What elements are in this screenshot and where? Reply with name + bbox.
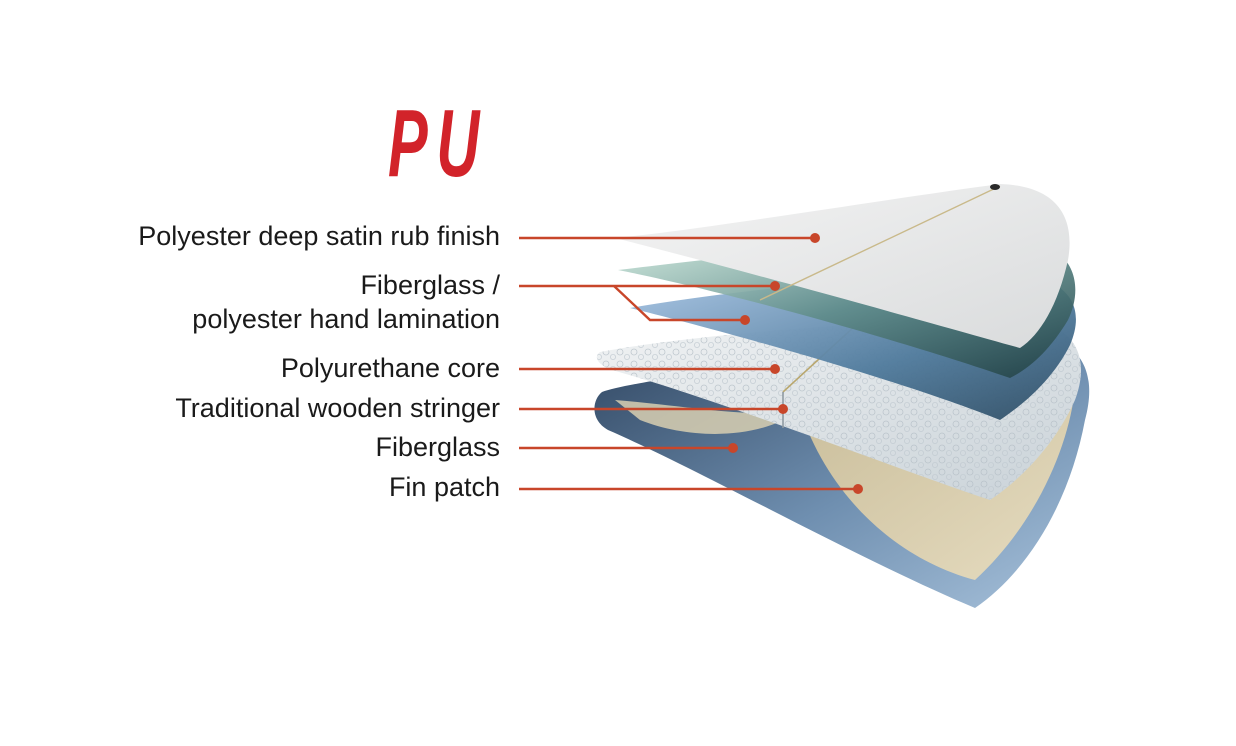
label-wooden-stringer: Traditional wooden stringer [175, 393, 500, 423]
label-fiberglass: Fiberglass [375, 432, 500, 462]
label-polyurethane-core: Polyurethane core [280, 353, 500, 383]
label-fiberglass-lamination-line2: polyester hand lamination [192, 304, 500, 334]
label-satin-finish: Polyester deep satin rub finish [138, 221, 500, 251]
construction-title: PU [388, 90, 489, 197]
dot-core [770, 364, 780, 374]
dot-fiberglass-lamination-top [770, 281, 780, 291]
dot-fin-patch [853, 484, 863, 494]
dot-fiberglass-lamination-bottom [740, 315, 750, 325]
label-fiberglass-lamination-line1: Fiberglass / [360, 270, 500, 300]
dot-fiberglass [728, 443, 738, 453]
leader-fiberglass-lamination-bottom [613, 285, 745, 322]
dot-stringer [778, 404, 788, 414]
dot-satin [810, 233, 820, 243]
leader-lines [519, 236, 858, 491]
label-fin-patch: Fin patch [388, 472, 500, 502]
nose-hole [990, 184, 1000, 190]
satin-finish-top-layer [615, 184, 1070, 348]
